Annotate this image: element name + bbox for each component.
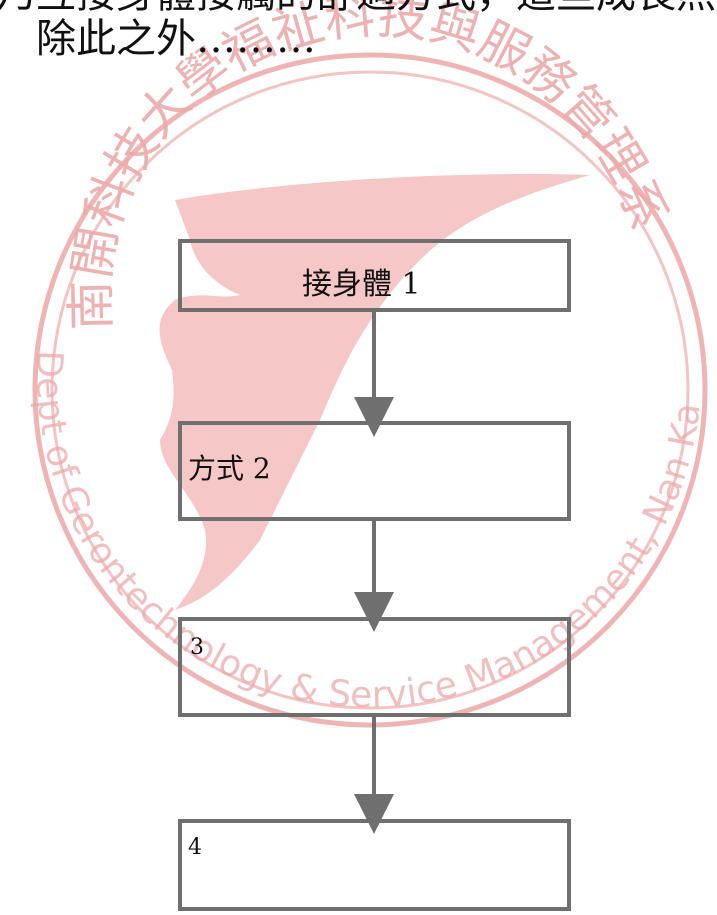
seal-logo-shape [159,174,590,611]
flow-step-3-label: 3 [190,635,204,660]
partial-top-text: 乃互接身體接觸的舒適方式，這些成長照護 [0,0,717,18]
flow-step-2-label: 方式 2 [188,452,271,485]
seal-inner-ring [50,70,690,710]
flow-step-4-box [178,819,571,911]
seal-outer-ring [32,52,708,728]
flow-step-3-box [178,617,571,717]
intro-text: 除此之外……… [36,16,316,62]
flow-step-4-label: 4 [188,835,202,860]
flow-step-1-label: 接身體 1 [302,267,421,302]
